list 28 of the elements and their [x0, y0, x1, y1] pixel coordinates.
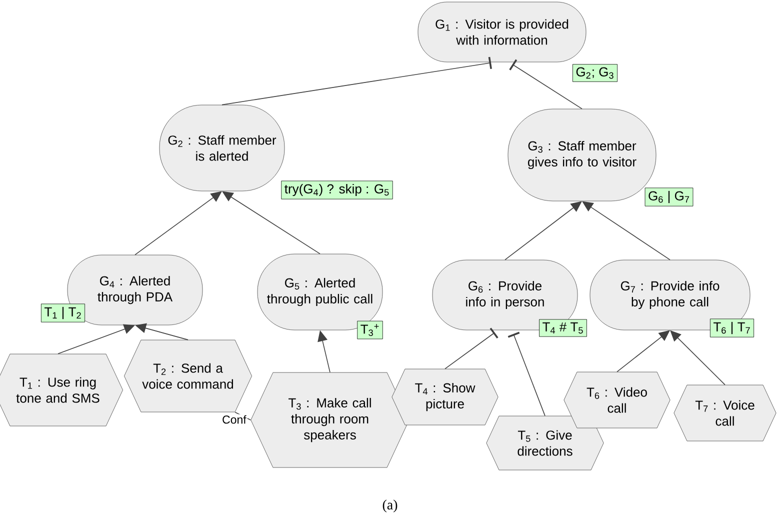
link — [509, 59, 582, 110]
decomposition-label: T$_{3}$+ — [357, 320, 383, 340]
arrow — [504, 201, 582, 260]
task-hexagon: T$_{5}$ : Give directions — [486, 416, 604, 470]
decomposition-label: T$_{4}$ # T$_{5}$ — [539, 319, 587, 337]
caption: (a) — [382, 500, 398, 512]
edge-label: Conf — [221, 414, 248, 425]
goal-box: G$_{2}$ : Staff member is alerted — [159, 104, 285, 192]
task-hexagon: T$_{2}$ : Send a voice command — [124, 340, 252, 412]
arrow — [670, 330, 726, 386]
arrow — [222, 191, 320, 254]
link — [508, 332, 546, 416]
decomposition-label: try(G$_{4}$) ? skip : G$_{5}$ — [281, 180, 393, 200]
task-hexagon: T$_{4}$ : Show picture — [392, 368, 498, 426]
decomposition-label: G$_{2}$; G$_{3}$ — [572, 64, 618, 82]
task-hexagon: T$_{7}$ : Voice call — [674, 384, 776, 442]
goal-box: G$_{1}$ : Visitor is provided with information — [418, 2, 586, 62]
task-hexagon: T$_{6}$ : Video call — [564, 372, 670, 428]
task-hexagon: T$_{1}$ : Use ring tone and SMS — [0, 354, 123, 426]
link — [222, 56, 492, 106]
link — [444, 328, 498, 370]
arrow — [582, 201, 670, 260]
decomposition-label: T$_{1}$ | T$_{2}$ — [41, 304, 85, 322]
arrow — [134, 191, 222, 256]
decomposition-label: T$_{6}$ | T$_{7}$ — [710, 318, 754, 338]
task-hexagon: T$_{3}$ : Make call through room speakers — [250, 372, 410, 468]
decomposition-label: G$_{6}$ | G$_{7}$ — [644, 188, 694, 206]
arrow — [616, 330, 670, 372]
